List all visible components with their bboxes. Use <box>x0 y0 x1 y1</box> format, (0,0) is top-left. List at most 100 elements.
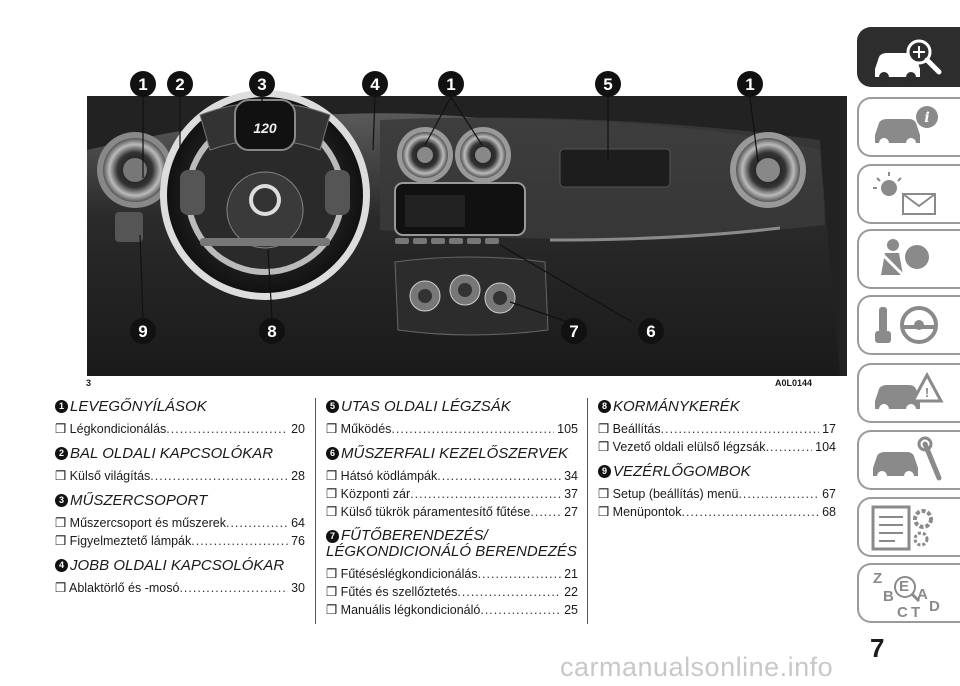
tab-car-search[interactable] <box>857 27 960 87</box>
callout-2: 2 <box>175 75 184 94</box>
left-air-vent <box>97 132 173 208</box>
toc-entry[interactable]: ❒ Külső tükrök páramentesítő fűtése27 <box>326 503 578 521</box>
toc-entry[interactable]: ❒ Légkondicionálás20 <box>55 420 305 438</box>
tab-emergency[interactable]: ! <box>857 363 960 423</box>
column-divider <box>315 398 316 624</box>
toc-entry[interactable]: ❒ Ablaktörlő és -mosó30 <box>55 579 305 597</box>
center-buttons-strip <box>395 238 499 244</box>
toc-entry[interactable]: ❒ Vezető oldali elülső légzsák104 <box>598 438 836 456</box>
svg-text:E: E <box>899 578 909 595</box>
section-number-badge: 6 <box>326 447 339 460</box>
control-buttons <box>115 212 143 242</box>
toc-entry[interactable]: ❒ Setup (beállítás) menü67 <box>598 485 836 503</box>
callout-lines <box>139 96 759 323</box>
toc-entry[interactable]: ❒ Külső világítás28 <box>55 467 305 485</box>
warning-lights-envelope-icon <box>873 172 936 215</box>
section-title: MŰSZERCSOPORT <box>70 492 208 509</box>
alphabet-index-icon: Z B C T A D E <box>873 570 940 621</box>
column-divider <box>587 398 588 624</box>
section-title: KORMÁNYKERÉK <box>613 398 740 415</box>
callout-7: 7 <box>569 322 578 341</box>
section-title: BAL OLDALI KAPCSOLÓKAR <box>70 445 274 462</box>
callout-3: 3 <box>257 75 266 94</box>
callout-8: 8 <box>267 322 276 341</box>
spec-sheet-gear-icon <box>871 505 933 551</box>
svg-text:C: C <box>897 604 908 621</box>
section-number-badge: 2 <box>55 447 68 460</box>
section-number-badge: 5 <box>326 400 339 413</box>
tab-alphabetical-index[interactable]: Z B C T A D E <box>857 563 960 623</box>
section-title-line-2: LÉGKONDICIONÁLÓ BERENDEZÉS <box>326 543 577 560</box>
section-number-badge: 4 <box>55 559 68 572</box>
center-right-air-vent <box>455 127 511 183</box>
toc-entry[interactable]: ❒ Hátsó ködlámpák34 <box>326 467 578 485</box>
svg-text:D: D <box>929 598 940 615</box>
svg-text:B: B <box>883 588 894 605</box>
section-title-line-1: FŰTŐBERENDEZÉS/ <box>341 527 488 544</box>
callout-1c: 1 <box>745 75 754 94</box>
toc-entry[interactable]: ❒ Manuális légkondicionáló25 <box>326 601 578 619</box>
tab-car-info[interactable]: i <box>857 97 960 157</box>
figure-number: 3 <box>86 378 92 388</box>
tab-warning-lights[interactable] <box>857 164 960 224</box>
watermark: carmanualsonline.info <box>560 652 834 682</box>
svg-text:T: T <box>911 604 920 621</box>
tab-safety[interactable] <box>857 229 960 289</box>
toc-entry[interactable]: ❒ Működés105 <box>326 420 578 438</box>
callout-4: 4 <box>370 75 380 94</box>
toc-entry[interactable]: ❒ Beállítás17 <box>598 420 836 438</box>
dashboard-illustration: 120 1 2 3 4 1 5 1 9 8 7 6 <box>87 71 847 376</box>
section-title: VEZÉRLŐGOMBOK <box>613 463 751 480</box>
steering-wheel: 120 <box>160 90 370 300</box>
section-title: LEVEGŐNYÍLÁSOK <box>70 398 207 415</box>
svg-text:Z: Z <box>873 570 882 587</box>
callout-6: 6 <box>646 322 655 341</box>
section-number-badge: 9 <box>598 465 611 478</box>
tab-starting-driving[interactable] <box>857 295 960 355</box>
figure-code: A0L0144 <box>775 378 813 388</box>
svg-text:A: A <box>917 586 928 603</box>
center-left-air-vent <box>397 127 453 183</box>
section-title: MŰSZERFALI KEZELŐSZERVEK <box>341 445 568 462</box>
section-number-badge: 3 <box>55 494 68 507</box>
car-warning-triangle-icon: ! <box>875 371 944 414</box>
section-number-badge: 7 <box>326 529 339 543</box>
svg-text:!: ! <box>925 385 929 400</box>
callout-1a: 1 <box>138 75 147 94</box>
toc-entry[interactable]: ❒ Figyelmeztető lámpák76 <box>55 532 305 550</box>
tab-maintenance[interactable] <box>857 430 960 490</box>
toc-entry[interactable]: ❒ Műszercsoport és műszerek64 <box>55 514 305 532</box>
tab-technical-data[interactable] <box>857 497 960 557</box>
passenger-airbag-panel <box>559 148 671 188</box>
toc-entry[interactable]: ❒ Fűtés és szellőztetés22 <box>326 583 578 601</box>
toc-entry[interactable]: ❒ Menüpontok68 <box>598 503 836 521</box>
toc-entry[interactable]: ❒ Központi zár37 <box>326 485 578 503</box>
key-steering-wheel-icon <box>875 306 938 344</box>
car-search-icon <box>875 39 942 82</box>
cluster-readout: 120 <box>253 120 277 136</box>
seatbelt-airbag-icon <box>881 239 929 277</box>
toc-entry[interactable]: ❒ Fűtéséslégkondicionálás21 <box>326 565 578 583</box>
svg-text:i: i <box>924 110 929 126</box>
page-number: 7 <box>870 633 885 663</box>
